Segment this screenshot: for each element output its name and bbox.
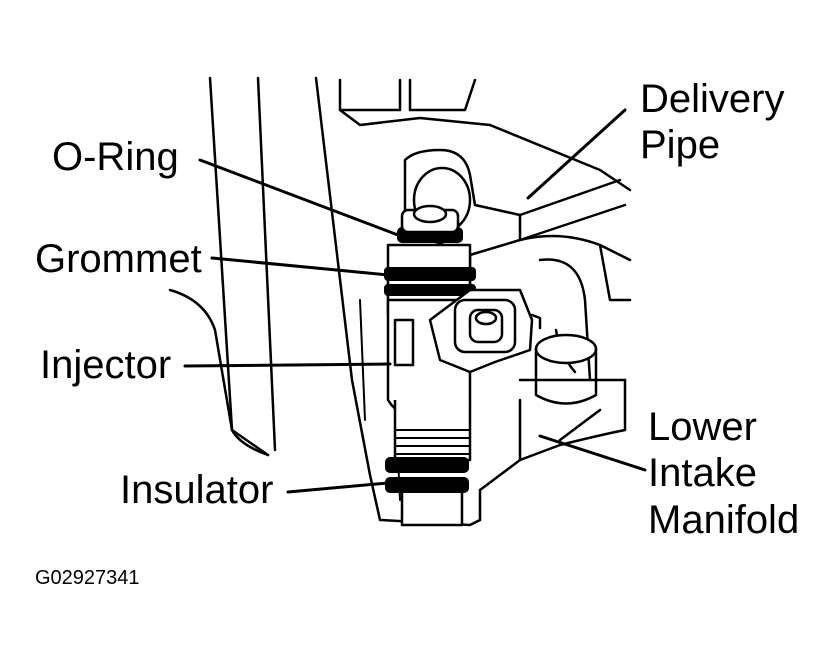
o-ring-leader (198, 158, 400, 237)
delivery-pipe-label-line2: Pipe (640, 123, 720, 167)
grommet-leader (210, 256, 390, 277)
figure-code: G02927341 (35, 567, 140, 589)
lower-intake-manifold-leader (538, 434, 647, 472)
injector-label: Injector (40, 343, 171, 387)
o-ring-label: O-Ring (52, 135, 179, 179)
lower-intake-label-line2: Intake (648, 451, 757, 495)
injector-connector (428, 288, 542, 374)
leader-lines (183, 108, 647, 494)
delivery-pipe-leader (526, 108, 627, 200)
grommet-label: Grommet (35, 237, 202, 281)
insulator-part (385, 457, 469, 493)
injector-threads (394, 429, 471, 455)
o-ring-part (397, 204, 463, 243)
insulator-leader (286, 481, 390, 494)
insulator-label: Insulator (120, 468, 273, 512)
lower-intake-label-line3: Manifold (648, 498, 799, 542)
injector-leader (183, 362, 392, 368)
delivery-pipe-label-line1: Delivery (640, 77, 784, 121)
lower-intake-label-line1: Lower (648, 405, 757, 449)
